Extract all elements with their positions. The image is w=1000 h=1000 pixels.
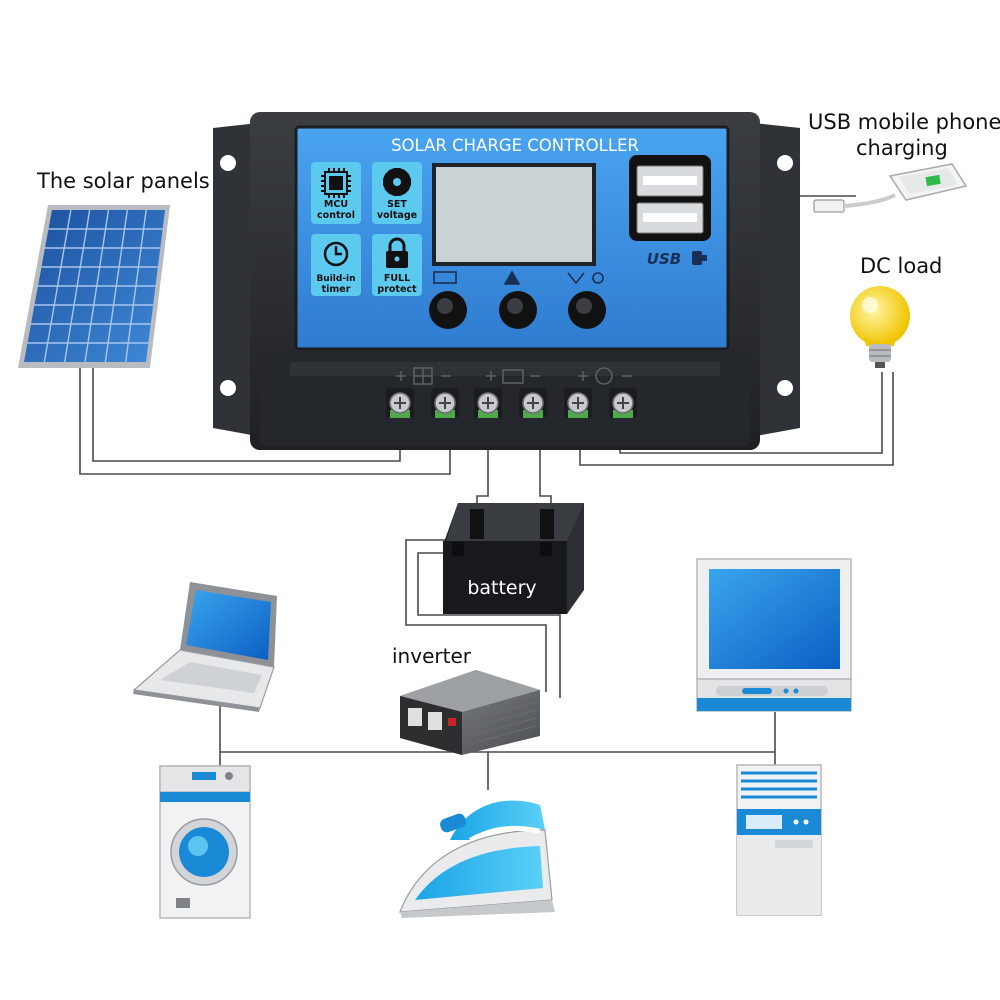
battery-terminal-icon [502, 369, 524, 384]
air-conditioner [736, 764, 822, 916]
feature-mcu-line1: MCU [324, 199, 348, 210]
usb-badge: USB [647, 250, 681, 268]
load-indicator-icon [567, 272, 585, 285]
battery-charging-icon [925, 174, 941, 187]
outlet-icon [428, 712, 442, 730]
load-terminal-icon [595, 367, 613, 385]
mounting-hole-icon [220, 380, 236, 396]
mounting-hole-icon [220, 155, 236, 171]
inverter [400, 670, 540, 755]
feature-timer-line2: timer [322, 284, 351, 295]
washing-machine [159, 765, 251, 919]
feature-protect-line2: protect [377, 284, 417, 295]
clock-icon [323, 241, 349, 267]
outlet-icon [408, 708, 422, 726]
chip-icon [321, 168, 351, 198]
terminal-screw-3 [474, 388, 502, 418]
monitor [696, 558, 852, 712]
battery [443, 503, 584, 614]
usb-charging-label-line1: USB mobile phone [808, 110, 1000, 134]
down-button[interactable] [568, 291, 606, 329]
iron [399, 800, 555, 918]
terminal-screw-4 [519, 388, 547, 418]
terminal-screw-5 [564, 388, 592, 418]
lock-icon [386, 237, 408, 268]
usb-port-bottom[interactable] [636, 202, 704, 234]
battery-label: battery [467, 577, 536, 599]
terminal-block [386, 388, 637, 418]
inverter-label: inverter [392, 644, 471, 668]
dc-load-label: DC load [860, 254, 943, 278]
laptop [132, 582, 277, 712]
gear-icon [382, 167, 412, 197]
terminal-screw-1 [386, 388, 414, 418]
usb-icon [692, 251, 707, 265]
terminal-screw-6 [609, 388, 637, 418]
usb-port-top[interactable] [636, 165, 704, 197]
warning-indicator-icon [503, 270, 521, 285]
bulb-indicator-icon [592, 272, 604, 284]
power-switch-icon [448, 718, 456, 726]
up-button[interactable] [499, 291, 537, 329]
menu-button[interactable] [429, 291, 467, 329]
feature-set-line1: SET [387, 199, 407, 210]
feature-timer-line1: Build-in [316, 274, 355, 284]
controller-title: SOLAR CHARGE CONTROLLER [391, 136, 639, 155]
solar-panel-cells [27, 209, 163, 363]
mounting-hole-icon [777, 380, 793, 396]
feature-set-line2: voltage [377, 210, 417, 221]
terminal-symbols [396, 367, 632, 385]
usb-charging-label-line2: charging [856, 136, 948, 160]
mounting-hole-icon [777, 155, 793, 171]
usb-phone [813, 163, 968, 213]
charge-controller [213, 112, 800, 450]
panel-indicator-icon [433, 271, 457, 284]
feature-mcu-line2: control [317, 210, 355, 221]
indicator-icons [433, 270, 604, 285]
solar-panel [18, 205, 170, 368]
feature-protect-line1: FULL [384, 273, 410, 284]
terminal-screw-2 [431, 388, 459, 418]
dc-load-bulb [850, 286, 910, 368]
lcd-display [436, 167, 592, 262]
cool-label-icon [775, 840, 813, 848]
solar-panels-label: The solar panels [37, 169, 210, 193]
